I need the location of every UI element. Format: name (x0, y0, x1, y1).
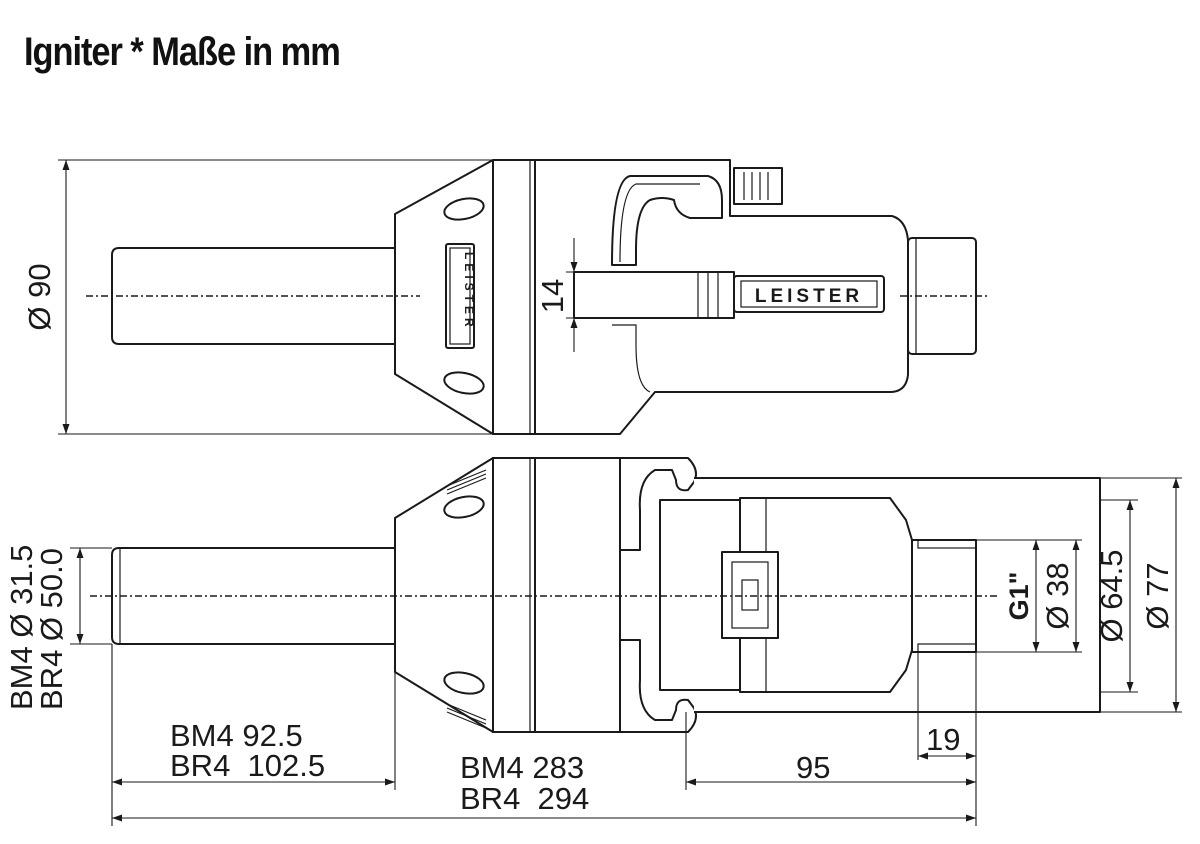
dim-br4-diameter: BR4 Ø 50.0 (34, 548, 69, 710)
side-cone-vents (446, 469, 487, 729)
dim-thread-19: 19 (926, 722, 960, 757)
side-lower-hook (619, 639, 697, 733)
dim-bm4-tube-length: BM4 92.5 (170, 718, 303, 753)
side-view: BR4 Ø 50.0 BM4 Ø 31.5 Ø 38 G1" Ø 64.5 Ø … (4, 457, 1182, 826)
top-logo-plate (733, 275, 885, 313)
dim-inlet-14: 14 (535, 279, 570, 313)
dim-br4-tube-length: BR4 102.5 (170, 748, 325, 783)
top-inlet-channel (573, 271, 735, 319)
dim-d77: Ø 77 (1140, 562, 1175, 629)
dim-bm4-total-length: BM4 283 (460, 750, 584, 785)
dim-d38: Ø 38 (1040, 562, 1075, 629)
dim-bm4-diameter: BM4 Ø 31.5 (4, 545, 39, 710)
side-cone-hole-upper (443, 495, 485, 519)
side-upper-hook (619, 457, 697, 551)
side-housing (534, 457, 621, 733)
top-cone-hole-upper (443, 197, 485, 221)
top-cone-logo-plate (445, 243, 475, 349)
dim-height-90: Ø 90 (22, 263, 57, 330)
top-collar (492, 159, 536, 435)
top-cone-hole-lower (443, 371, 485, 395)
side-collar (492, 457, 536, 733)
side-cone-hole-lower (443, 671, 485, 695)
top-cone-logo: LEISTER (462, 252, 476, 331)
dim-d64-5: Ø 64.5 (1094, 549, 1129, 642)
page-title: Igniter * Maße in mm (24, 30, 341, 74)
top-handle-loop (611, 175, 723, 266)
top-plug (733, 167, 783, 205)
dim-thread-g1: G1" (1004, 572, 1034, 621)
dim-outlet-95: 95 (796, 750, 830, 785)
side-connector (721, 551, 779, 639)
top-logo: LEISTER (755, 286, 863, 307)
dim-br4-total-length: BR4 294 (460, 781, 589, 816)
top-view: LEISTER LEISTER Ø 90 (22, 159, 988, 435)
